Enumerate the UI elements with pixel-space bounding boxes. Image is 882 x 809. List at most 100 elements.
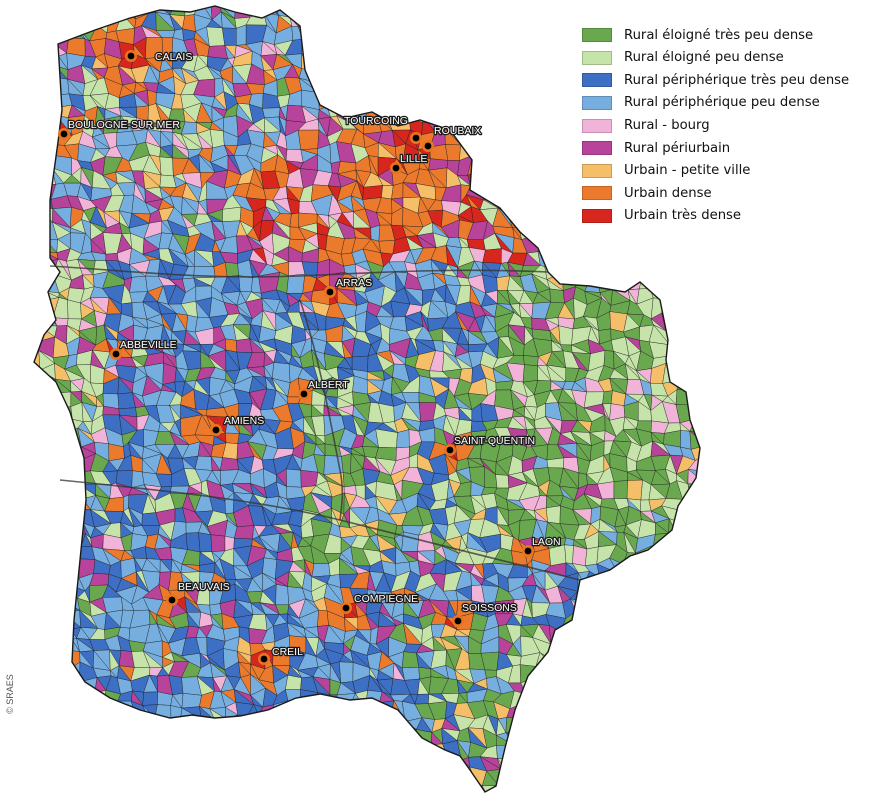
municipality-cell [368,715,384,731]
municipality-cell [492,83,512,98]
municipality-cell [39,626,59,641]
municipality-cell [197,741,210,760]
municipality-cell [649,6,667,16]
municipality-cell [78,766,96,787]
municipality-cell [51,6,70,21]
municipality-cell [34,367,41,377]
municipality-cell [349,714,370,731]
municipality-cell [115,767,138,787]
municipality-cell [41,536,59,546]
municipality-cell [365,690,383,710]
municipality-cell [238,275,253,293]
municipality-cell [34,41,44,58]
municipality-cell [15,38,33,52]
municipality-cell [440,92,463,108]
legend-swatch [582,50,612,65]
municipality-cell [367,767,378,786]
municipality-cell [701,392,716,410]
municipality-cell [42,706,58,719]
municipality-cell [564,211,576,229]
municipality-cell [519,741,534,758]
municipality-cell [583,637,599,657]
municipality-cell [583,610,599,630]
municipality-cell [427,104,450,124]
municipality-cell [14,572,34,589]
municipality-cell [34,485,42,500]
municipality-cell [64,13,85,28]
municipality-cell [509,181,523,200]
municipality-cell [43,693,58,710]
municipality-cell [522,67,538,80]
municipality-cell [610,572,624,589]
municipality-cell [67,299,82,320]
municipality-cell [690,741,700,757]
municipality-cell [534,154,554,169]
municipality-cell [34,695,46,708]
city-marker: AMIENS [210,414,266,436]
municipality-cell [288,768,306,787]
municipality-cell [533,665,554,682]
municipality-cell [563,128,580,145]
municipality-cell [12,669,31,679]
municipality-cell [547,211,567,224]
municipality-cell [688,769,700,785]
municipality-cell [34,533,41,551]
municipality-cell [77,715,97,734]
municipality-cell [584,546,599,567]
municipality-cell [206,729,228,747]
municipality-cell [402,43,423,55]
municipality-cell [325,716,346,728]
municipality-cell [565,77,576,99]
municipality-cell [701,720,714,734]
municipality-cell [494,50,510,71]
municipality-cell [12,196,32,211]
municipality-cell [651,654,668,666]
municipality-cell [352,30,365,43]
municipality-cell [65,6,85,21]
municipality-cell [498,162,512,177]
municipality-cell [549,78,565,96]
municipality-cell [34,104,46,125]
municipality-cell [129,275,148,293]
municipality-cell [54,717,70,736]
municipality-cell [572,545,588,567]
municipality-cell [694,778,700,792]
municipality-cell [677,701,695,720]
municipality-cell [183,782,201,792]
municipality-cell [83,13,98,26]
municipality-cell [532,94,553,110]
municipality-cell [612,689,632,709]
legend-swatch [582,141,612,156]
municipality-cell [147,726,161,748]
municipality-cell [337,90,354,111]
city-dot [300,390,308,398]
municipality-cell [654,674,669,696]
municipality-cell [662,719,683,728]
municipality-cell [225,262,240,277]
municipality-cell [41,143,55,159]
municipality-cell [547,196,565,216]
municipality-cell [354,767,372,786]
municipality-cell [249,769,267,780]
municipality-cell [403,84,420,97]
municipality-cell [194,780,214,792]
municipality-cell [680,430,692,450]
municipality-cell [481,44,499,55]
municipality-cell [674,656,693,671]
legend-item: Urbain - petite ville [582,160,849,183]
municipality-cell [34,41,45,59]
municipality-cell [584,240,603,250]
municipality-cell [14,341,30,355]
municipality-cell [34,77,46,99]
municipality-cell [525,65,538,78]
municipality-cell [55,693,73,704]
municipality-cell [39,486,55,500]
municipality-cell [622,587,640,599]
municipality-cell [37,612,53,631]
copyright-text: © SRAES [5,674,15,714]
municipality-cell [40,728,57,748]
municipality-cell [300,702,316,716]
municipality-cell [16,534,32,551]
municipality-cell [498,76,513,98]
municipality-cell [34,247,46,265]
